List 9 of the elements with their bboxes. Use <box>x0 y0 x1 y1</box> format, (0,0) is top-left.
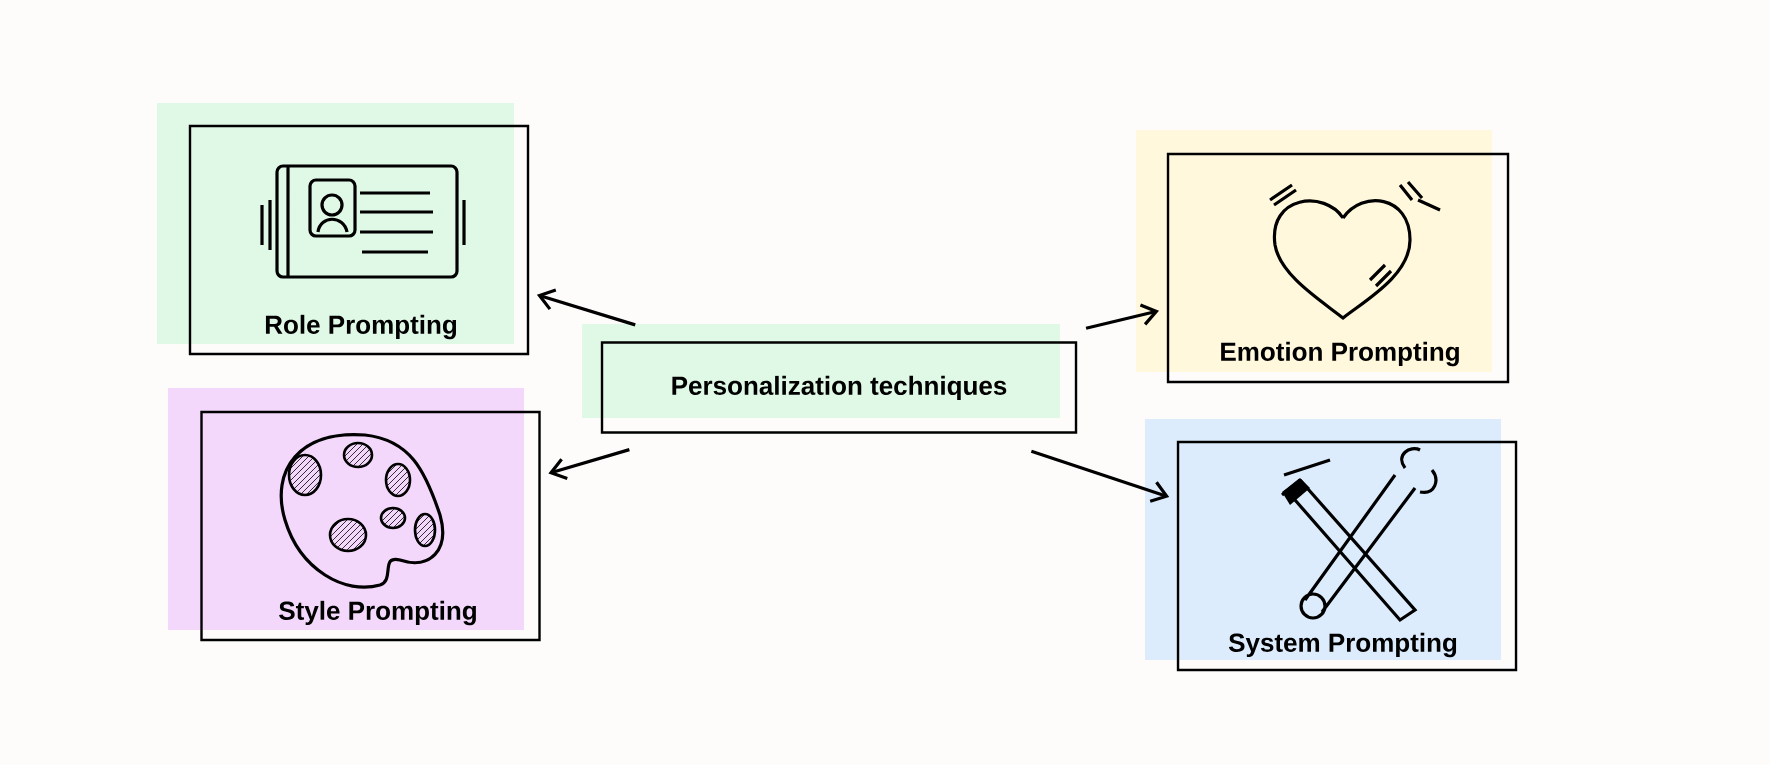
arrow <box>548 448 630 480</box>
card: Personalization techniques <box>582 324 1078 434</box>
card: Role Prompting <box>157 103 530 356</box>
card: Emotion Prompting <box>1136 130 1510 384</box>
arrow <box>1085 303 1160 330</box>
card: System Prompting <box>1145 419 1518 672</box>
arrow <box>536 288 636 327</box>
card: Style Prompting <box>168 388 541 642</box>
arrow <box>1030 449 1170 503</box>
